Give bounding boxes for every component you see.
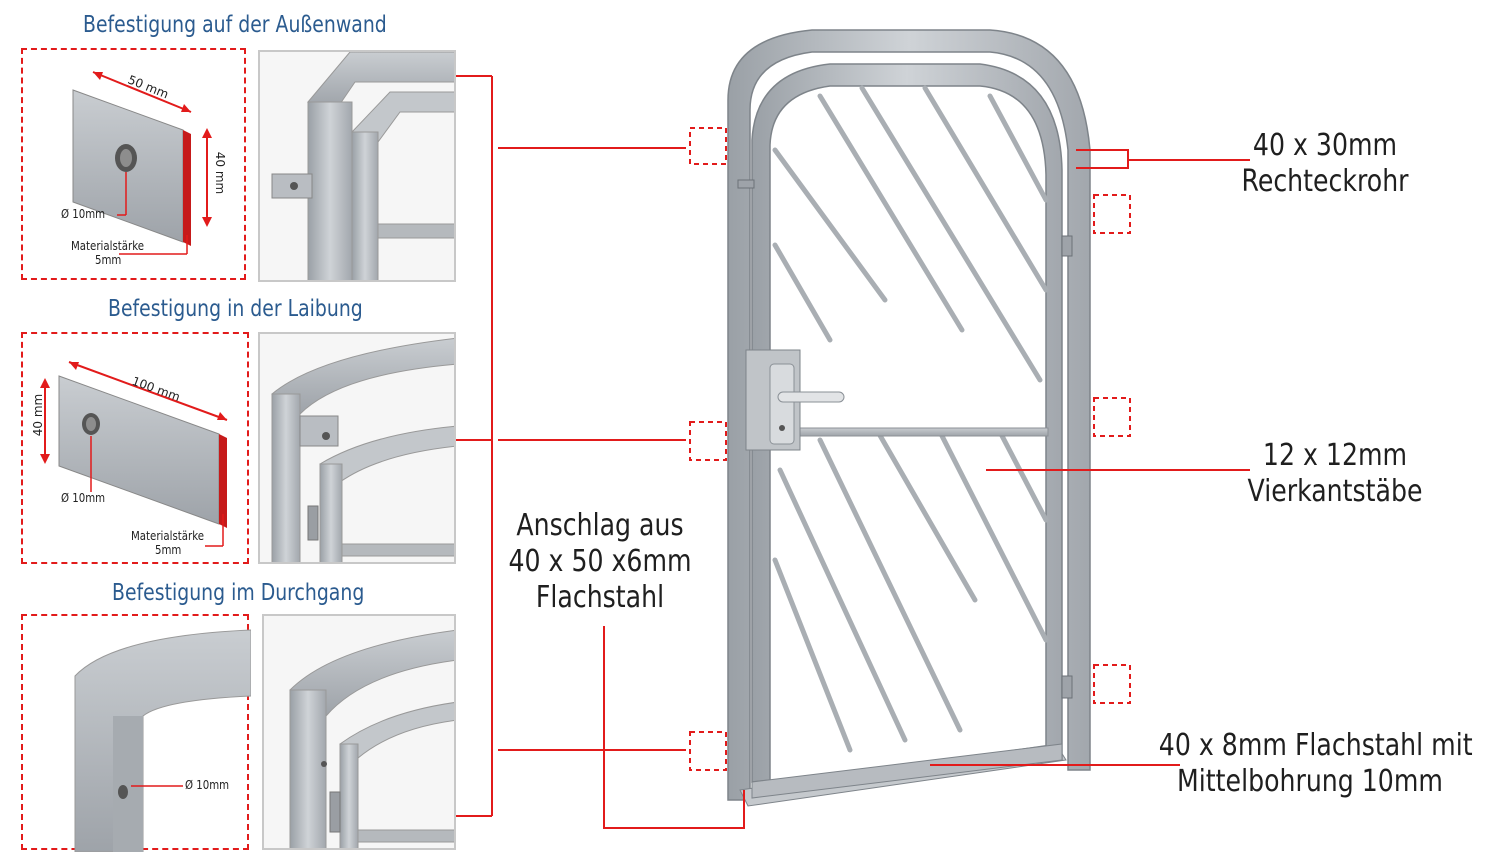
mount-point-markers [689,127,1131,771]
left-connector-lines [456,75,686,817]
plate1-thickness-value: 5mm [95,253,122,267]
frame-detail-passage: Ø 10mm [21,614,251,852]
flat-steel-callout: 40 x 8mm Flachstahl mit Mittelbohrung 10… [1158,728,1473,800]
lower-hinge [1061,675,1073,699]
plate1-thickness-label: Materialstärke [71,239,145,253]
upper-hinge [1061,235,1073,257]
gate-leaf-frame [751,63,1063,799]
section-title-passage: Befestigung im Durchgang [112,580,365,606]
plate-detail-outer-wall: 50 mm 40 mm Ø 10mm Materialstärke 5mm [21,48,246,280]
stop-line-1: Anschlag aus [516,508,684,543]
reveal-corner-drawing [260,334,454,562]
flat-steel-line-2: Mittelbohrung 10mm [1177,764,1443,799]
passage-frame-drawing [74,629,251,852]
passage-corner-drawing [264,616,454,848]
bars-callout: 12 x 12mm Vierkantstäbe [1230,438,1440,510]
plate2-thickness-label: Materialstärke [131,529,205,543]
plate-detail-reveal: 100 mm 40 mm Ø 10mm Materialstärke 5mm [21,332,249,564]
stop-line-2: 40 x 50 x6mm [508,544,692,579]
frame3-hole-label: Ø 10mm [185,778,230,792]
stop-callout: Anschlag aus 40 x 50 x6mm Flachstahl [499,508,701,616]
stop-line-3: Flachstahl [535,580,665,615]
right-connector-lines [603,149,1250,829]
plate2-thickness-value: 5mm [155,543,182,557]
mounting-plate-drawing [72,71,212,255]
plate2-hole-label: Ø 10mm [61,491,106,505]
diagonal-square-bars [772,85,1049,753]
frame-corner-drawing [260,52,454,280]
tube-type: Rechteckrohr [1241,164,1409,199]
bars-type: Vierkantstäbe [1247,474,1423,509]
tube-callout: 40 x 30mm Rechteckrohr [1220,128,1430,200]
section-title-outer-wall: Befestigung auf der Außenwand [83,12,387,38]
photo-reveal-mount [258,332,456,564]
photo-outer-wall-mount [258,50,456,282]
door-handle [745,349,845,451]
photo-passage-mount [262,614,456,850]
plate1-hole-label: Ø 10mm [61,207,106,221]
long-plate-drawing [40,361,228,547]
tube-dimension: 40 x 30mm [1252,128,1398,163]
section-title-reveal: Befestigung in der Laibung [108,296,363,322]
horizontal-cross-bar [769,427,1049,437]
flat-steel-line-1: 40 x 8mm Flachstahl mit [1158,728,1473,763]
bars-dimension: 12 x 12mm [1262,438,1408,473]
upper-stop [737,179,755,189]
